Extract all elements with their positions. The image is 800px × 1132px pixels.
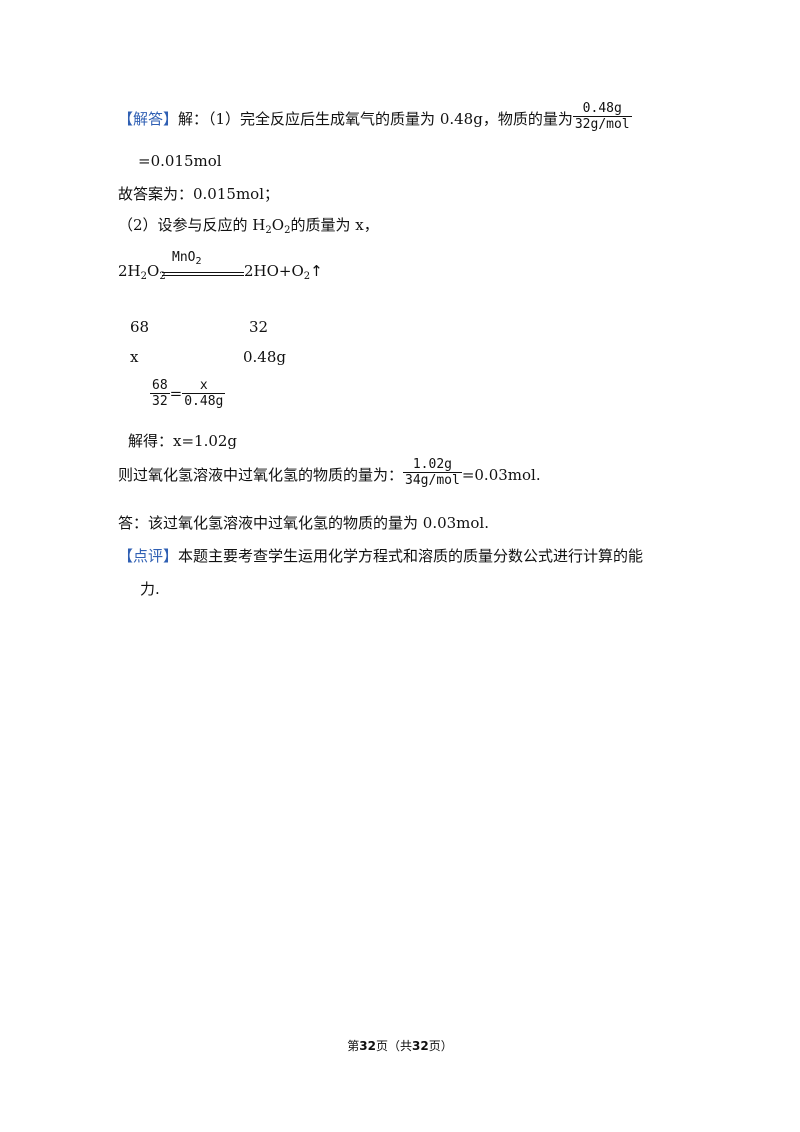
mass-048: 0.48g <box>243 348 287 366</box>
page-number: 32 <box>359 1039 376 1053</box>
peroxide-moles-fraction: 1.02g 34g/mol <box>403 456 462 488</box>
setup-text-suffix: 的质量为 x， <box>290 216 379 234</box>
total-pages: 32 <box>412 1039 429 1053</box>
setup-text: （2）设参与反应的 H <box>118 216 266 234</box>
moles-line: 则过氧化氢溶液中过氧化氢的物质的量为： 1.02g 34g/mol =0.03m… <box>118 457 541 488</box>
ratio-right: x 0.48g <box>182 378 226 409</box>
ratio-equation: 68 32 = x 0.48g <box>150 378 226 409</box>
ratio-left: 68 32 <box>150 378 170 409</box>
answer-part2-setup: （2）设参与反应的 H2O2的质量为 x， <box>118 216 379 236</box>
product-text: 2H <box>244 262 267 280</box>
gas-arrow-icon: ↑ <box>310 262 323 280</box>
var-x: x <box>130 348 139 366</box>
comment-tag: 【点评】 <box>118 547 179 565</box>
comment-line-1: 【点评】本题主要考查学生运用化学方程式和溶质的质量分数公式进行计算的能 <box>118 545 643 566</box>
fraction-numerator: 0.48g <box>582 100 622 116</box>
answer-tag: 【解答】 <box>118 110 179 128</box>
answer-part1-text: 解：（1）完全反应后生成氧气的质量为 0.48g，物质的量为 <box>178 110 573 128</box>
comment-line-2: 力. <box>140 580 160 598</box>
final-answer: 答：该过氧化氢溶液中过氧化氢的物质的量为 0.03mol. <box>118 514 489 532</box>
equation-bar-top <box>162 272 244 273</box>
comment-text: 本题主要考查学生运用化学方程式和溶质的质量分数公式进行计算的能 <box>178 547 644 565</box>
moles-text: 则过氧化氢溶液中过氧化氢的物质的量为： <box>118 466 404 484</box>
equation-bar-bottom <box>162 275 244 276</box>
catalyst-label: MnO2 <box>172 250 202 267</box>
reactant-text: 2H <box>118 262 141 280</box>
answer-conclusion-1: 故答案为：0.015mol； <box>118 185 279 203</box>
mass-68: 68 <box>130 318 150 336</box>
answer-result-1: =0.015mol <box>138 152 222 170</box>
page-footer: 第32页（共32页） <box>347 1039 453 1053</box>
solve-line: 解得：x=1.02g <box>128 432 238 450</box>
moles-result: =0.03mol. <box>461 466 541 484</box>
oxygen-moles-fraction: 0.48g 32g/mol <box>572 100 632 132</box>
mass-32: 32 <box>249 318 269 336</box>
answer-line-1: 【解答】解：（1）完全反应后生成氧气的质量为 0.48g，物质的量为 0.48g… <box>118 101 632 132</box>
fraction-denominator: 32g/mol <box>572 115 632 132</box>
